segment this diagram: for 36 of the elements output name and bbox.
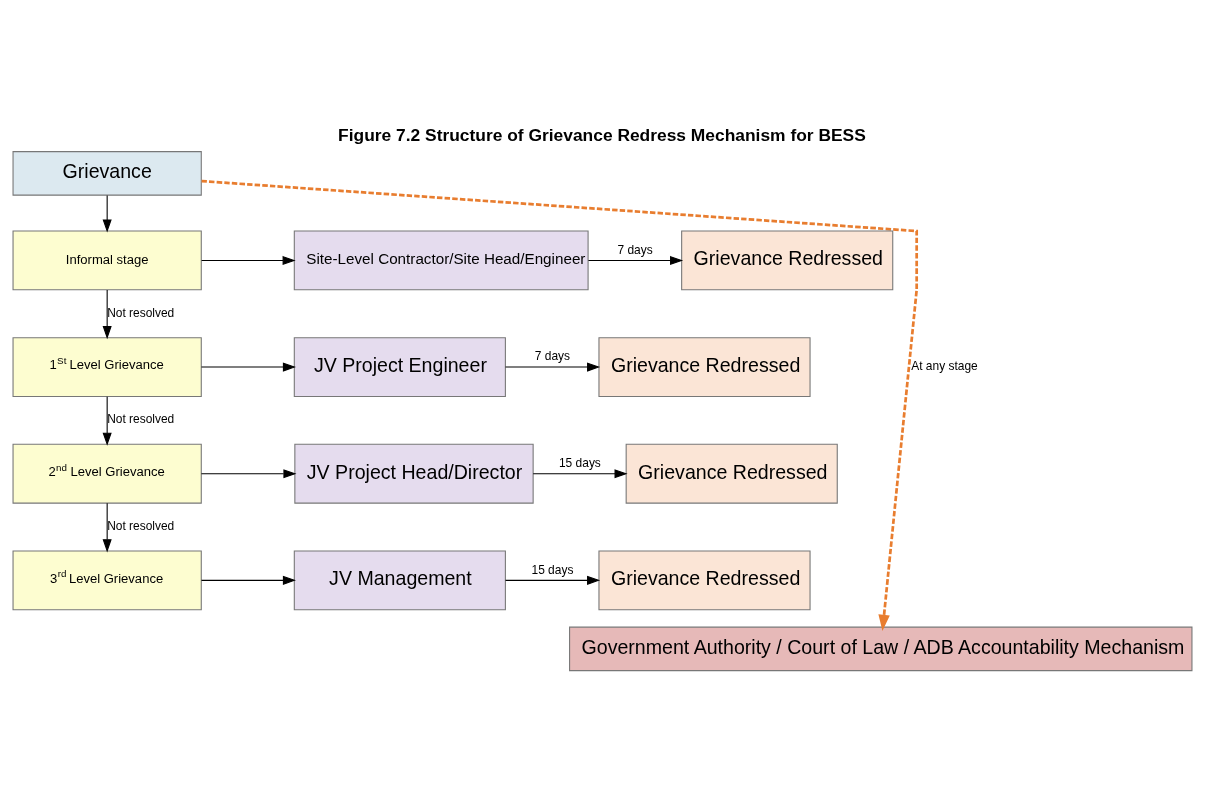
node-box: 1$^{St}$ Level Grievance [12,337,202,397]
arrow [505,362,601,372]
node-box: JV Project Engineer [293,337,506,397]
arrow [102,396,112,446]
arrow [532,469,628,479]
edge-label: At any stage [911,359,978,374]
edge-label: Not resolved [107,412,175,427]
node-box: Grievance Redressed [598,550,811,611]
node-box: 3$^{rd}$ Level Grievance [12,550,202,611]
node-box: 2$^{nd}$ Level Grievance [12,443,202,504]
arrow [201,179,919,632]
edge-label: Not resolved [107,305,175,320]
diagram-title: Figure 7.2 Structure of Grievance Redress Mechanism for BESS [338,124,866,145]
edge-label: Not resolved [107,519,175,534]
node-box: Grievance [12,151,202,196]
arrow [102,289,112,340]
node-box: Grievance Redressed [625,443,838,504]
node-box: Government Authority / Court of Law / ADB Accountability Mechanism [569,626,1193,672]
arrow [201,255,296,266]
edge-label: 7 days [617,242,653,257]
node-box: Informal stage [12,230,202,291]
arrow [200,362,296,372]
arrow [102,502,112,553]
node-box: JV Project Head/Director [294,443,534,504]
edge-label: 7 days [534,349,570,364]
node-box: Site-Level Contractor/Site Head/Engineer [293,230,589,291]
node-box: Grievance Redressed [681,230,894,291]
arrow [587,255,684,266]
node-box: Grievance Redressed [598,337,811,397]
arrow [200,469,297,479]
edge-label: 15 days [558,455,601,470]
edge-label: 15 days [531,562,574,577]
arrow [505,575,601,585]
arrow [200,575,296,585]
node-box: JV Management [293,550,506,611]
arrow [102,194,112,233]
